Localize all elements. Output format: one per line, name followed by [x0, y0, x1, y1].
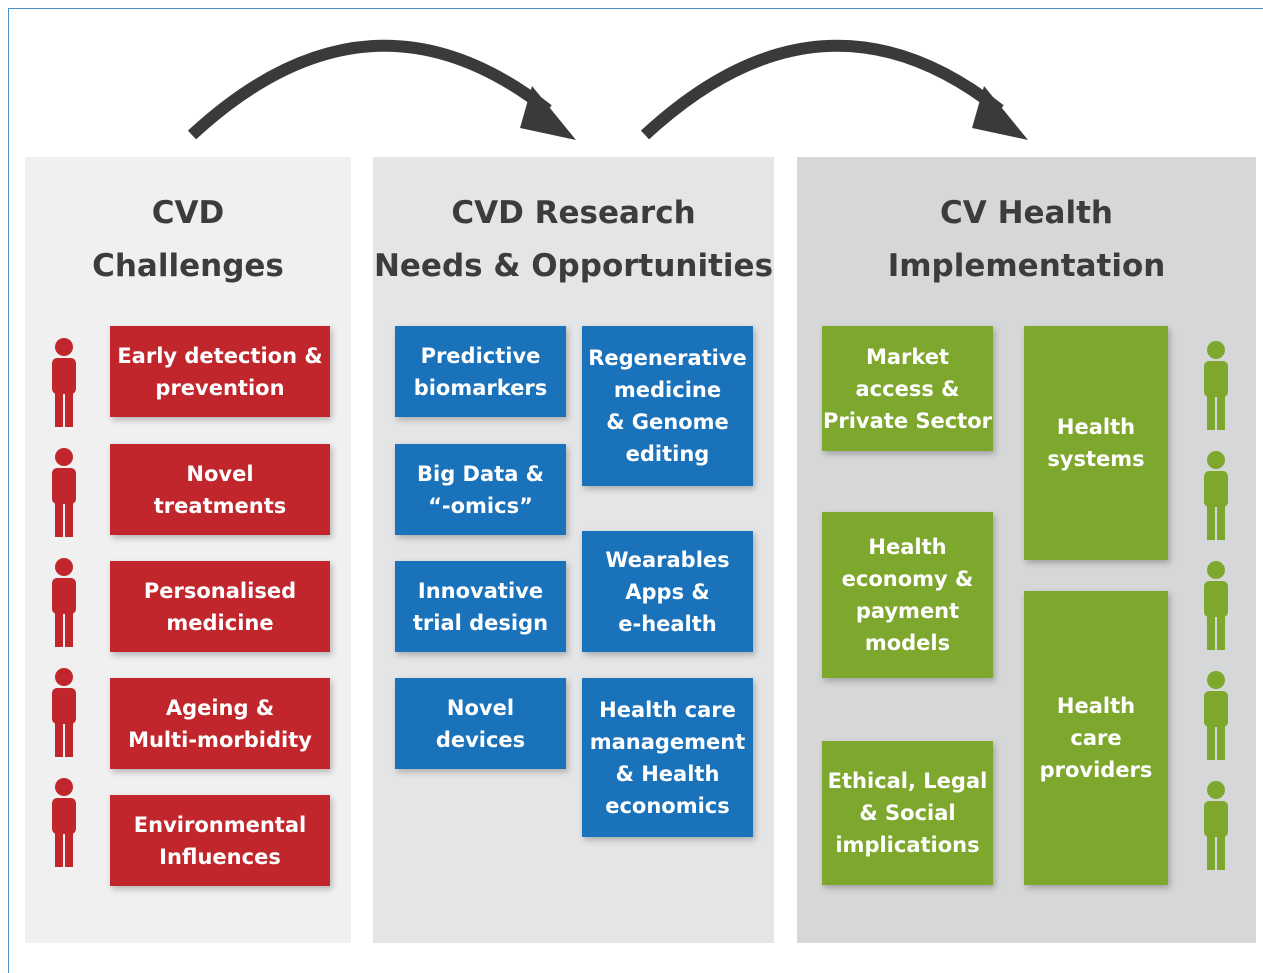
person-icon [1204, 341, 1228, 430]
person-icon [52, 448, 76, 537]
research-box: Wearables Apps & e-health [582, 531, 753, 652]
person-icon [52, 338, 76, 427]
diagram-frame [8, 8, 1263, 973]
implementation-box: Ethical, Legal & Social implications [822, 741, 993, 885]
research-box: Health care management & Health economic… [582, 678, 753, 837]
implementation-box: Market access & Private Sector [822, 326, 993, 451]
person-icon [1204, 451, 1228, 540]
challenge-box: Early detection &prevention [110, 326, 330, 417]
column-title: CVD Research Needs & Opportunities [373, 195, 774, 284]
person-icon [52, 778, 76, 867]
research-box: Regenerative medicine & Genome editing [582, 326, 753, 486]
person-icon [1204, 671, 1228, 760]
column-title: CVD Challenges [92, 195, 284, 284]
implementation-box: Health economy & payment models [822, 512, 993, 678]
implementation-box: Health care providers [1024, 591, 1168, 885]
challenge-box: Ageing &Multi-morbidity [110, 678, 330, 769]
person-icon [52, 668, 76, 757]
challenges-column: CVD Challenges [25, 157, 351, 943]
column-title: CV Health Implementation [887, 195, 1166, 284]
person-icon [1204, 781, 1228, 870]
research-box: Big Data &“-omics” [395, 444, 566, 535]
person-icon [1204, 561, 1228, 650]
implementation-box: Health systems [1024, 326, 1168, 560]
person-icon [52, 558, 76, 647]
